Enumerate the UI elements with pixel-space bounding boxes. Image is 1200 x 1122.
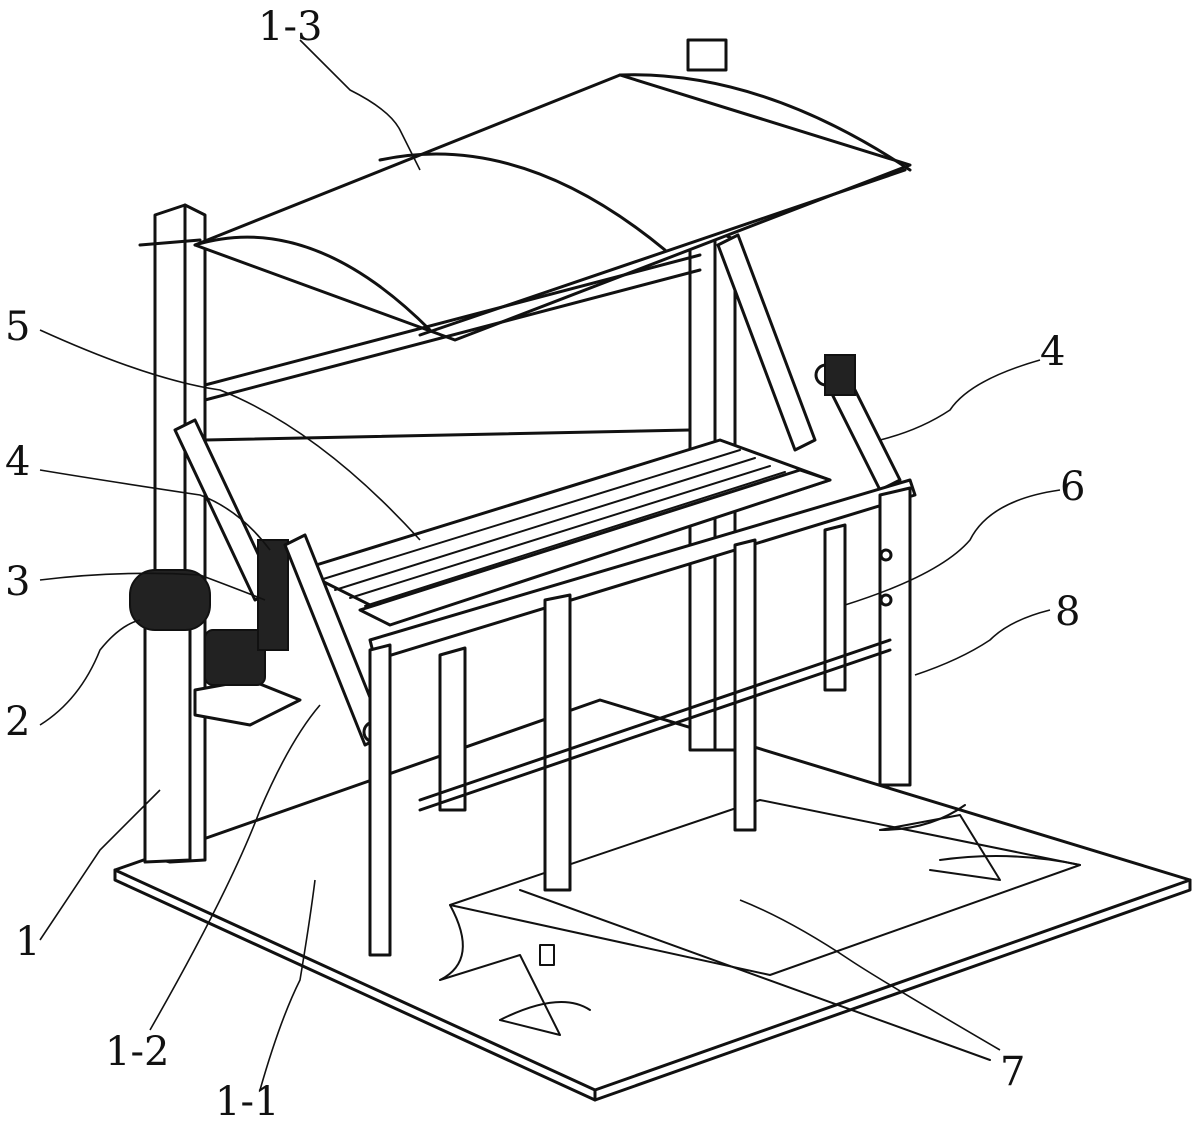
base-rails [439,799,1081,1061]
label-8: 8 [1055,589,1080,635]
front-frame [368,478,917,957]
motor-assembly [129,539,302,727]
label-5: 5 [5,304,30,350]
label-4-right: 4 [1040,329,1065,375]
label-1: 1 [15,919,40,965]
label-1-1: 1-1 [215,1079,279,1122]
reference-labels: 1-3 5 4 3 2 4 6 8 1 1-2 1-1 7 [5,4,1085,1122]
label-7: 7 [1000,1049,1025,1095]
label-1-3: 1-3 [258,4,322,50]
canopy [138,38,912,342]
label-2: 2 [5,699,30,745]
label-4-left: 4 [5,439,30,485]
diagonal-braces [173,233,817,602]
left-upright [143,203,207,864]
label-1-2: 1-2 [105,1029,169,1075]
leader-lines [39,39,1061,1091]
upper-frame [203,253,702,442]
label-3: 3 [5,559,30,605]
roller-bed [298,438,832,627]
label-6: 6 [1060,464,1085,510]
